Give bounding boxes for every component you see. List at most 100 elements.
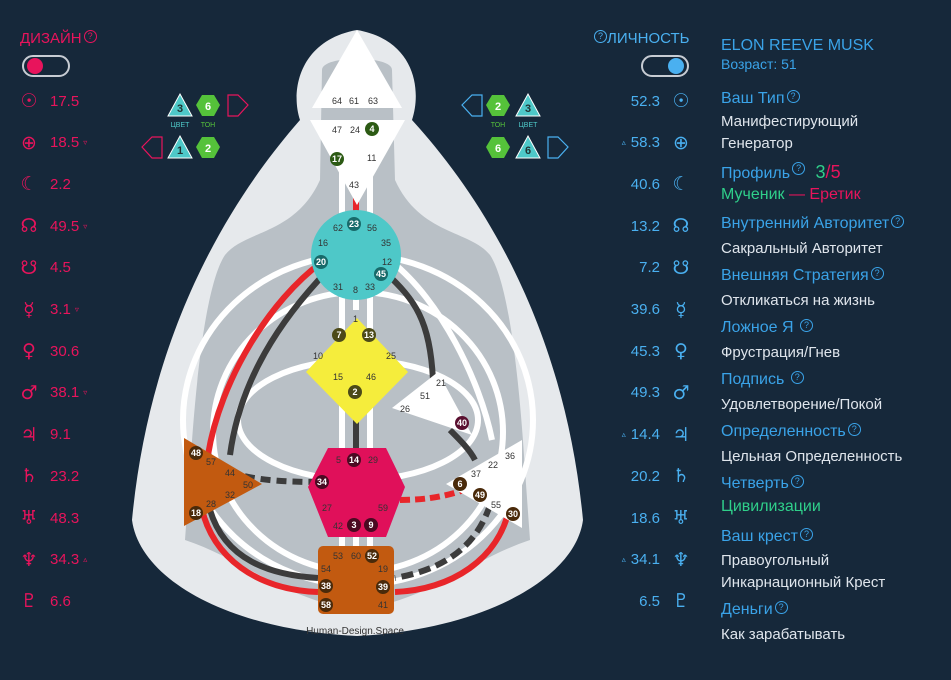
planet-row[interactable]: 39.6☿ bbox=[600, 297, 692, 323]
gate-label: 15 bbox=[333, 372, 343, 382]
planet-gate-value: 45.3 bbox=[630, 342, 660, 360]
gate-active: 6 bbox=[457, 479, 462, 489]
south-node-icon: ☋ bbox=[672, 256, 690, 279]
planet-row[interactable]: ♄23.2 bbox=[18, 463, 83, 489]
color-badge bbox=[515, 92, 541, 117]
planet-row[interactable]: ♆34.3▵ bbox=[18, 547, 87, 573]
gate-label: 10 bbox=[313, 351, 323, 361]
profile-heading[interactable]: Профиль? 3/5 bbox=[721, 162, 841, 182]
help-icon[interactable]: ? bbox=[799, 528, 813, 541]
strategy-heading[interactable]: Внешняя Стратегия? bbox=[721, 267, 884, 285]
planet-row[interactable]: ♃9.1 bbox=[18, 422, 75, 448]
gate-label: 50 bbox=[243, 480, 253, 490]
planet-exaltation-mark: ▿ bbox=[83, 221, 88, 231]
planet-row[interactable]: ☊49.5▿ bbox=[18, 213, 88, 239]
planet-gate-value: 58.3 bbox=[630, 134, 660, 152]
help-icon[interactable]: ? bbox=[792, 162, 806, 175]
planet-row[interactable]: 52.3☉ bbox=[600, 88, 692, 114]
help-icon[interactable]: ? bbox=[870, 267, 884, 280]
planet-row[interactable]: ⊕18.5▿ bbox=[18, 130, 87, 156]
signature-heading[interactable]: Подпись ? bbox=[721, 371, 804, 389]
head-center bbox=[312, 30, 402, 108]
venus-icon: ♀ bbox=[674, 340, 688, 363]
planet-row[interactable]: 45.3 ♀ bbox=[600, 338, 692, 364]
planet-exaltation-mark: ▿ bbox=[74, 305, 79, 314]
gate-active: 40 bbox=[457, 418, 467, 428]
planet-gate-value: 7.2 bbox=[639, 259, 660, 277]
definition-value: Цельная Определенность bbox=[721, 448, 903, 465]
planet-row[interactable]: 13.2☊ bbox=[600, 213, 692, 239]
planet-row[interactable]: ▵14.4♃ bbox=[600, 422, 692, 448]
gate-active: 30 bbox=[508, 509, 518, 519]
planet-row[interactable]: 40.6☾ bbox=[600, 171, 692, 197]
cross-heading[interactable]: Ваш крест? bbox=[721, 528, 813, 546]
active-gates: 4 17 23 20 45 7 13 2 40 14 34 3 9 6 49 3… bbox=[189, 122, 520, 612]
g-center bbox=[306, 318, 408, 424]
planet-exaltation-mark: ▵ bbox=[621, 138, 626, 148]
type-heading[interactable]: Ваш Тип? bbox=[721, 90, 800, 108]
north-node-icon: ☊ bbox=[672, 215, 690, 238]
help-icon[interactable]: ? bbox=[774, 601, 788, 614]
help-icon[interactable]: ? bbox=[847, 423, 861, 436]
earth-icon: ⊕ bbox=[673, 131, 689, 154]
gate-label: 61 bbox=[349, 96, 359, 106]
help-icon[interactable]: ? bbox=[790, 371, 804, 384]
watermark: Human-Design.Space bbox=[306, 626, 404, 637]
gate-active: 7 bbox=[336, 330, 341, 340]
tone-badge bbox=[486, 95, 510, 116]
planet-row[interactable]: 6.5♇ bbox=[600, 588, 692, 614]
gate-active: 39 bbox=[378, 582, 388, 592]
help-icon[interactable]: ? bbox=[790, 475, 804, 488]
planet-row[interactable]: ☉17.5 bbox=[18, 88, 83, 114]
gate-active: 49 bbox=[475, 490, 485, 500]
definition-heading[interactable]: Определенность? bbox=[721, 423, 861, 441]
bodygraph: 64 61 63 47 24 11 43 62 56 16 35 12 31 8… bbox=[132, 30, 583, 637]
quarter-heading[interactable]: Четверть? bbox=[721, 475, 804, 493]
planet-gate-value: 48.3 bbox=[50, 509, 80, 527]
money-value: Как зарабатывать bbox=[721, 626, 846, 643]
notself-heading[interactable]: Ложное Я ? bbox=[721, 319, 814, 337]
person-age: Возраст: 51 bbox=[721, 56, 797, 72]
planet-row[interactable]: ☿3.1▿ bbox=[18, 297, 79, 323]
svg-text:6: 6 bbox=[525, 145, 531, 157]
planet-row[interactable]: 20.2♄ bbox=[600, 463, 692, 489]
planet-row[interactable]: ☋4.5 bbox=[18, 255, 75, 281]
help-icon[interactable]: ? bbox=[83, 30, 97, 43]
tone-badge bbox=[196, 137, 220, 158]
planet-row[interactable]: ♂38.1▿ bbox=[18, 380, 87, 406]
gate-label: 60 bbox=[351, 551, 361, 561]
help-icon[interactable]: ? bbox=[786, 90, 800, 103]
root-center bbox=[318, 546, 394, 614]
help-icon[interactable]: ? bbox=[891, 215, 905, 228]
toggle-knob bbox=[27, 58, 43, 74]
solar-plexus-center bbox=[446, 440, 522, 528]
money-heading[interactable]: Деньги? bbox=[721, 601, 788, 619]
planet-row[interactable]: ☾2.2 bbox=[18, 171, 75, 197]
svg-text:3: 3 bbox=[177, 103, 183, 115]
personality-toggle[interactable] bbox=[641, 55, 689, 77]
help-icon[interactable]: ? bbox=[594, 30, 607, 43]
planet-row[interactable]: ▵34.1♆ bbox=[600, 547, 692, 573]
planet-row[interactable]: 49.3♂ bbox=[600, 380, 692, 406]
planet-row[interactable]: 7.2 ☋ bbox=[600, 255, 692, 281]
gate-label: 35 bbox=[381, 238, 391, 248]
strategy-value: Откликаться на жизнь bbox=[721, 292, 875, 309]
earth-icon: ⊕ bbox=[21, 131, 37, 154]
spleen-center bbox=[184, 438, 262, 526]
planet-row[interactable]: 18.6♅ bbox=[600, 505, 692, 531]
profile-roles: Мученик — Еретик bbox=[721, 186, 861, 204]
authority-heading[interactable]: Внутренний Авторитет? bbox=[721, 215, 905, 233]
planet-row[interactable]: ▵ 58.3 ⊕ bbox=[600, 130, 692, 156]
profile-line-2: 5 bbox=[830, 162, 841, 182]
design-variables: 3 ЦВЕТ 6 ТОН 1 2 bbox=[141, 92, 249, 159]
design-toggle[interactable] bbox=[22, 55, 70, 77]
planet-row[interactable]: ♇6.6 bbox=[18, 588, 75, 614]
help-icon[interactable]: ? bbox=[800, 319, 814, 332]
gate-label: 37 bbox=[471, 469, 481, 479]
personality-heading: ?ЛИЧНОСТЬ bbox=[592, 30, 689, 47]
gate-label: 44 bbox=[225, 468, 235, 478]
mercury-icon: ☿ bbox=[23, 298, 35, 321]
planet-row[interactable]: ♅48.3 bbox=[18, 505, 83, 531]
planet-row[interactable]: ♀30.6 bbox=[18, 338, 83, 364]
planet-gate-value: 6.5 bbox=[639, 592, 660, 610]
